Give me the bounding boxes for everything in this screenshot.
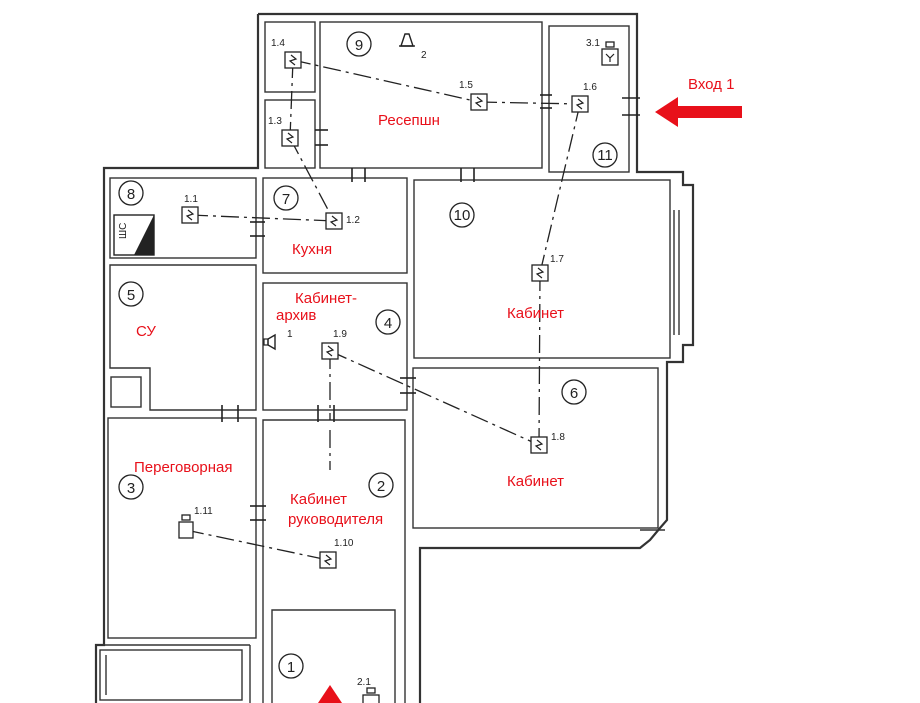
room-number-8: 8 [118,180,144,206]
detector-1-6: 1.6 [571,82,597,113]
room-10-outline [413,179,671,359]
arrow-up-icon [318,685,342,703]
svg-text:7: 7 [282,191,290,208]
room-number-7: 7 [273,185,299,211]
room-number-2: 2 [368,472,394,498]
detector-1-2: 1.2 [325,212,360,230]
svg-text:2.1: 2.1 [357,677,371,688]
room-number-9: 9 [346,31,372,57]
closet-1-3-outline [264,99,316,169]
label-archive-line2: архив [276,307,316,324]
siren-1-icon: 1 [263,329,293,351]
svg-text:1.8: 1.8 [551,432,565,443]
svg-text:1: 1 [287,659,295,676]
room-number-10: 10 [449,202,475,228]
svg-text:1: 1 [287,329,293,340]
svg-text:ШС: ШС [118,223,129,239]
svg-text:6: 6 [570,385,578,402]
detector-1-3: 1.3 [268,116,299,147]
svg-text:1.1: 1.1 [184,194,198,205]
interior-walls [99,21,680,703]
room-number-1: 1 [278,653,304,679]
detector-1-10: 1.10 [319,538,354,569]
detector-1-11: 1.11 [178,506,213,539]
svg-text:2: 2 [377,478,385,495]
door-markers [221,94,640,521]
svg-text:5: 5 [127,287,135,304]
detector-2-1: 2.1 [357,677,380,703]
svg-text:4: 4 [384,315,392,332]
svg-text:11: 11 [597,147,613,164]
detector-3-1: 3.1 [586,38,619,66]
outer-walls [94,12,695,703]
svg-text:1.11: 1.11 [194,506,213,517]
detector-1-9: 1.9 [321,329,347,360]
arrow-left-icon [655,97,742,127]
svg-text:1.4: 1.4 [271,38,285,49]
svg-text:9: 9 [355,37,363,54]
room-1-outline [271,609,396,703]
label-meeting: Переговорная [134,459,233,476]
svg-text:8: 8 [127,186,135,203]
svg-text:1.3: 1.3 [268,116,282,127]
room-3-outline [107,417,257,639]
room-number-4: 4 [375,309,401,335]
detector-1-7: 1.7 [531,254,564,282]
room-number-3: 3 [118,474,144,500]
label-director-line2: руководителя [288,511,383,528]
entrance-arrow [318,97,742,703]
room-labels: Ресепшн Кухня Кабинет- архив СУ Кабинет … [134,76,734,528]
label-office-6: Кабинет [507,473,564,490]
room-4-outline [262,282,408,411]
sirens: 2 1 [263,33,427,351]
label-director-line1: Кабинет [290,491,347,508]
control-panel: ШС [113,214,155,256]
label-office-10: Кабинет [507,305,564,322]
room-number-6: 6 [561,379,587,405]
room-number-11: 11 [592,142,618,168]
smoke-detectors: 1.4 1.5 1.6 1.3 1.1 1.2 [178,38,619,703]
detector-1-8: 1.8 [530,432,565,454]
svg-text:3.1: 3.1 [586,38,600,49]
svg-text:1.7: 1.7 [550,254,564,265]
svg-text:1.9: 1.9 [333,329,347,340]
room-5-outline [109,264,257,411]
room-5-shaft [110,376,142,408]
label-reception: Ресепшн [378,112,440,129]
svg-text:1.2: 1.2 [346,215,360,226]
room-7-outline [262,177,408,274]
svg-text:10: 10 [454,207,471,224]
siren-2-icon: 2 [399,33,427,61]
detector-1-5: 1.5 [459,80,488,111]
svg-text:1.5: 1.5 [459,80,473,91]
svg-text:2: 2 [421,50,427,61]
room-number-5: 5 [118,281,144,307]
detector-1-1: 1.1 [181,194,199,224]
svg-text:1.10: 1.10 [334,538,354,549]
room-11-outline [548,25,630,173]
svg-text:3: 3 [127,480,135,497]
label-archive-line1: Кабинет- [295,290,357,307]
room-6-outline [412,367,659,529]
room-numbers: 9 11 8 7 10 5 4 6 3 2 1 [118,31,618,679]
label-entrance: Вход 1 [688,76,734,93]
svg-text:1.6: 1.6 [583,82,597,93]
detector-links [185,59,581,561]
label-su: СУ [136,323,156,340]
label-kitchen: Кухня [292,241,332,258]
balcony-outline [99,649,243,701]
closet-1-4-outline [264,21,316,93]
detector-1-4: 1.4 [271,38,302,69]
